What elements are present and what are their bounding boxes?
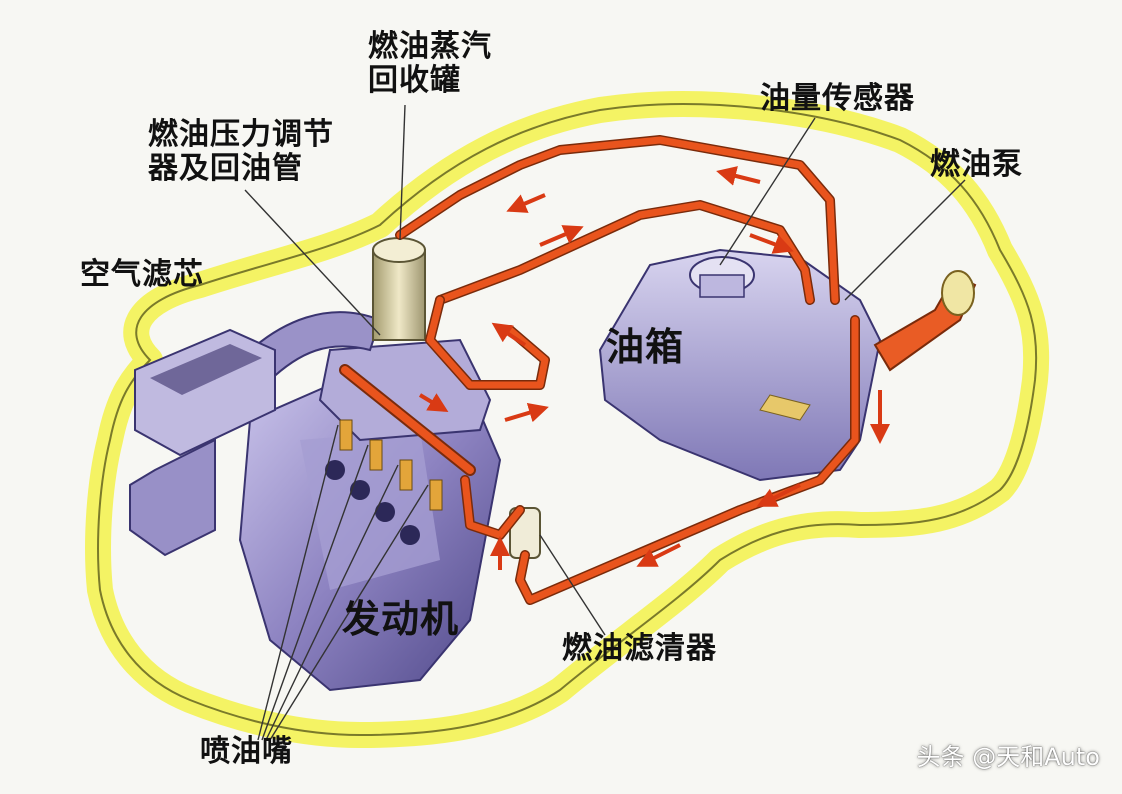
injectors — [339, 419, 443, 511]
vapor-canister-label-line1: 燃油蒸汽 — [368, 29, 492, 64]
air-filter-label: 空气滤芯 — [80, 257, 204, 292]
pressure-regulator-label-line1: 燃油压力调节 — [148, 117, 334, 152]
air-filter-box — [129, 328, 276, 557]
fuel-lines — [339, 135, 860, 605]
fuel-filter-label: 燃油滤清器 — [562, 631, 717, 666]
vapor-canister-label-line2: 回收罐 — [368, 62, 461, 98]
engine-label: 发动机 — [342, 597, 460, 641]
leader-lines — [244, 104, 966, 741]
vapor-canister — [372, 237, 426, 341]
fuel-pump-label: 燃油泵 — [930, 147, 1023, 182]
watermark: 头条 @天和Auto — [916, 743, 1100, 771]
fuel-level-sensor-label: 油量传感器 — [760, 81, 915, 116]
fuel-tank — [598, 248, 882, 482]
car-silhouette — [85, 91, 1050, 748]
injectors-label: 喷油嘴 — [200, 734, 293, 769]
pressure-regulator-label: 燃油压力调节 器及回油管 — [148, 118, 334, 185]
filler-neck — [873, 270, 977, 372]
flow-arrows — [418, 166, 890, 570]
pressure-regulator-label-line2: 器及回油管 — [148, 150, 303, 186]
fuel-tank-label: 油箱 — [606, 325, 685, 369]
vapor-canister-label: 燃油蒸汽 回收罐 — [368, 30, 492, 97]
